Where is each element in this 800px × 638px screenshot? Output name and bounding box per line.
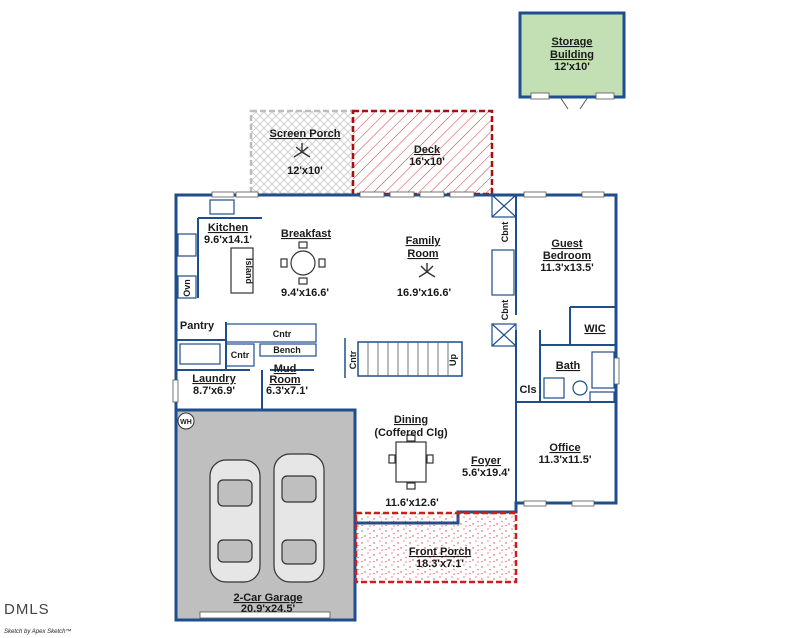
- office-label: Office: [549, 442, 580, 454]
- storage-label-2: Building: [550, 49, 594, 61]
- screen-porch: [249, 109, 355, 196]
- deck-size: 16'x10': [409, 156, 445, 168]
- island-label: Island: [244, 258, 254, 284]
- breakfast-table-icon: [280, 241, 326, 285]
- dining-size: 11.6'x12.6': [385, 497, 439, 509]
- stairs-up-label: Up: [448, 354, 458, 366]
- laundry-label: Laundry: [192, 373, 236, 385]
- guest-label-2: Bedroom: [543, 250, 592, 262]
- guest-size: 11.3'x13.5': [540, 262, 594, 274]
- deck-label: Deck: [414, 144, 441, 156]
- storage-label-1: Storage: [552, 36, 593, 48]
- car-icon: [273, 453, 325, 583]
- cabinet-label-1: Cbnt: [500, 222, 510, 243]
- breakfast-label: Breakfast: [281, 228, 331, 240]
- mudroom-size: 6.3'x7.1': [266, 385, 308, 397]
- breakfast-size: 9.4'x16.6': [281, 287, 329, 299]
- garage: [174, 408, 357, 622]
- water-heater-icon: [177, 412, 195, 430]
- ceiling-fan-icon: [293, 143, 311, 158]
- dining-table-icon: [388, 434, 434, 490]
- car-icon: [209, 459, 261, 583]
- counter-label-3: Cntr: [348, 350, 358, 369]
- family-label-2: Room: [407, 248, 438, 260]
- bench-label: Bench: [273, 345, 301, 355]
- wic-label: WIC: [584, 323, 605, 335]
- family-label-1: Family: [406, 235, 442, 247]
- screen-porch-size: 12'x10': [287, 165, 323, 177]
- mudroom-label-1: Mud: [274, 363, 297, 375]
- ceiling-fan-icon: [418, 263, 436, 278]
- storage-size: 12'x10': [554, 61, 590, 73]
- screen-porch-label: Screen Porch: [270, 128, 341, 140]
- cls-label: Cls: [519, 384, 536, 396]
- dining-label-1: Dining: [394, 414, 428, 426]
- kitchen-label: Kitchen: [208, 222, 249, 234]
- staircase: [344, 338, 463, 378]
- oven-label: Ovn: [182, 279, 192, 297]
- guest-label-1: Guest: [551, 238, 583, 250]
- watermark: DMLS: [4, 601, 50, 618]
- foyer-label: Foyer: [471, 455, 502, 467]
- bath-label: Bath: [556, 360, 581, 372]
- front-porch-label: Front Porch: [409, 546, 472, 558]
- kitchen-size: 9.6'x14.1': [204, 234, 252, 246]
- front-porch-size: 18.3'x7.1': [416, 558, 464, 570]
- storage-building: [518, 11, 626, 110]
- laundry-size: 8.7'x6.9': [193, 385, 235, 397]
- dining-label-2: (Coffered Clg): [374, 427, 448, 439]
- front-porch: [354, 511, 518, 584]
- cabinet-label-2: Cbnt: [500, 300, 510, 321]
- pantry-label: Pantry: [180, 320, 215, 332]
- credit-text: Sketch by Apex Sketch™: [4, 628, 71, 635]
- office-size: 11.3'x11.5': [539, 454, 592, 466]
- mudroom-label-2: Room: [269, 374, 300, 386]
- garage-label: 2-Car Garage: [233, 592, 302, 604]
- water-heater-label: WH: [180, 419, 192, 426]
- counter-label-1: Cntr: [273, 329, 292, 339]
- foyer-size: 5.6'x19.4': [462, 467, 510, 479]
- labels: Storage Building 12'x10' Screen Porch 12…: [4, 36, 606, 635]
- deck: [351, 109, 494, 196]
- counter-label-2: Cntr: [231, 350, 250, 360]
- family-size: 16.9'x16.6': [397, 287, 452, 299]
- garage-size: 20.9'x24.5': [241, 603, 296, 615]
